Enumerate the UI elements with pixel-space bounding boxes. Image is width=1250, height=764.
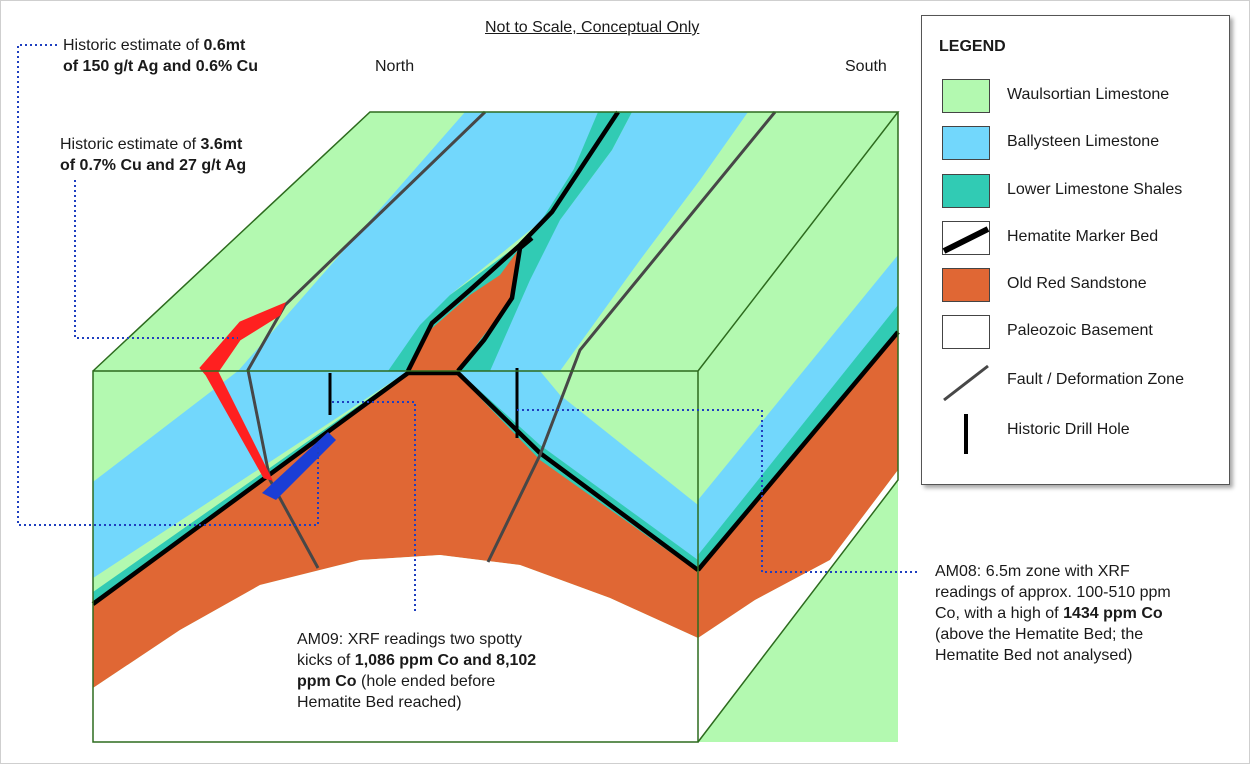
north-label: North bbox=[375, 56, 414, 77]
diagram-subtitle: Not to Scale, Conceptual Only bbox=[485, 17, 699, 38]
legend-swatch bbox=[942, 364, 990, 398]
am09-line-3: (hole ended before bbox=[357, 673, 496, 690]
am09-line-4: Hematite Bed reached) bbox=[297, 694, 462, 711]
legend-swatch bbox=[942, 174, 990, 208]
legend-label: Hematite Marker Bed bbox=[1007, 228, 1158, 246]
legend-label: Ballysteen Limestone bbox=[1007, 133, 1159, 151]
legend-swatch bbox=[942, 79, 990, 113]
legend-swatch bbox=[942, 315, 990, 349]
am09-values: 1,086 ppm Co and 8,102 bbox=[355, 652, 536, 669]
legend-swatch bbox=[942, 221, 990, 255]
am08-high-value: 1434 ppm Co bbox=[1063, 605, 1163, 622]
am09-line-2: kicks of bbox=[297, 652, 355, 669]
callout-estimate-1-text: Historic estimate of bbox=[63, 37, 203, 54]
legend-item-ballysteen-limestone: Ballysteen Limestone bbox=[922, 126, 1229, 166]
legend-label: Old Red Sandstone bbox=[1007, 275, 1147, 293]
callout-estimate-2-grade: of 0.7% Cu and 27 g/t Ag bbox=[60, 157, 246, 174]
legend-swatch bbox=[942, 268, 990, 302]
legend-item-historic-drill-hole: Historic Drill Hole bbox=[922, 414, 1229, 454]
callout-estimate-2: Historic estimate of 3.6mt of 0.7% Cu an… bbox=[60, 134, 246, 176]
callout-am09: AM09: XRF readings two spotty kicks of 1… bbox=[297, 629, 536, 713]
legend-item-paleozoic-basement: Paleozoic Basement bbox=[922, 315, 1229, 355]
legend-label: Fault / Deformation Zone bbox=[1007, 371, 1184, 389]
callout-estimate-1: Historic estimate of 0.6mt of 150 g/t Ag… bbox=[63, 35, 258, 77]
legend-title: LEGEND bbox=[939, 38, 1006, 56]
legend-item-hematite-marker-bed: Hematite Marker Bed bbox=[922, 221, 1229, 261]
legend-label: Lower Limestone Shales bbox=[1007, 181, 1182, 199]
legend-item-fault-deformation-zone: Fault / Deformation Zone bbox=[922, 364, 1229, 404]
am09-line-1: AM09: XRF readings two spotty bbox=[297, 631, 522, 648]
legend-item-old-red-sandstone: Old Red Sandstone bbox=[922, 268, 1229, 308]
am08-line-1: AM08: 6.5m zone with XRF bbox=[935, 563, 1130, 580]
callout-am08: AM08: 6.5m zone with XRF readings of app… bbox=[935, 561, 1171, 666]
callout-estimate-2-tonnage: 3.6mt bbox=[200, 136, 242, 153]
south-label: South bbox=[845, 56, 887, 77]
legend-item-lower-limestone-shales: Lower Limestone Shales bbox=[922, 174, 1229, 214]
am08-line-2: readings of approx. 100-510 ppm bbox=[935, 584, 1171, 601]
callout-estimate-1-grade: of 150 g/t Ag and 0.6% Cu bbox=[63, 58, 258, 75]
am08-line-3: Co, with a high of bbox=[935, 605, 1063, 622]
legend-swatch bbox=[942, 414, 990, 448]
legend-label: Waulsortian Limestone bbox=[1007, 86, 1169, 104]
callout-estimate-2-text: Historic estimate of bbox=[60, 136, 200, 153]
am08-line-5: Hematite Bed not analysed) bbox=[935, 647, 1132, 664]
callout-estimate-1-tonnage: 0.6mt bbox=[203, 37, 245, 54]
legend-swatch bbox=[942, 126, 990, 160]
legend-symbol bbox=[944, 366, 988, 400]
am08-line-4: (above the Hematite Bed; the bbox=[935, 626, 1143, 643]
am09-unit: ppm Co bbox=[297, 673, 357, 690]
legend-label: Historic Drill Hole bbox=[1007, 421, 1130, 439]
legend-item-waulsortian-limestone: Waulsortian Limestone bbox=[922, 79, 1229, 119]
legend-label: Paleozoic Basement bbox=[1007, 322, 1153, 340]
